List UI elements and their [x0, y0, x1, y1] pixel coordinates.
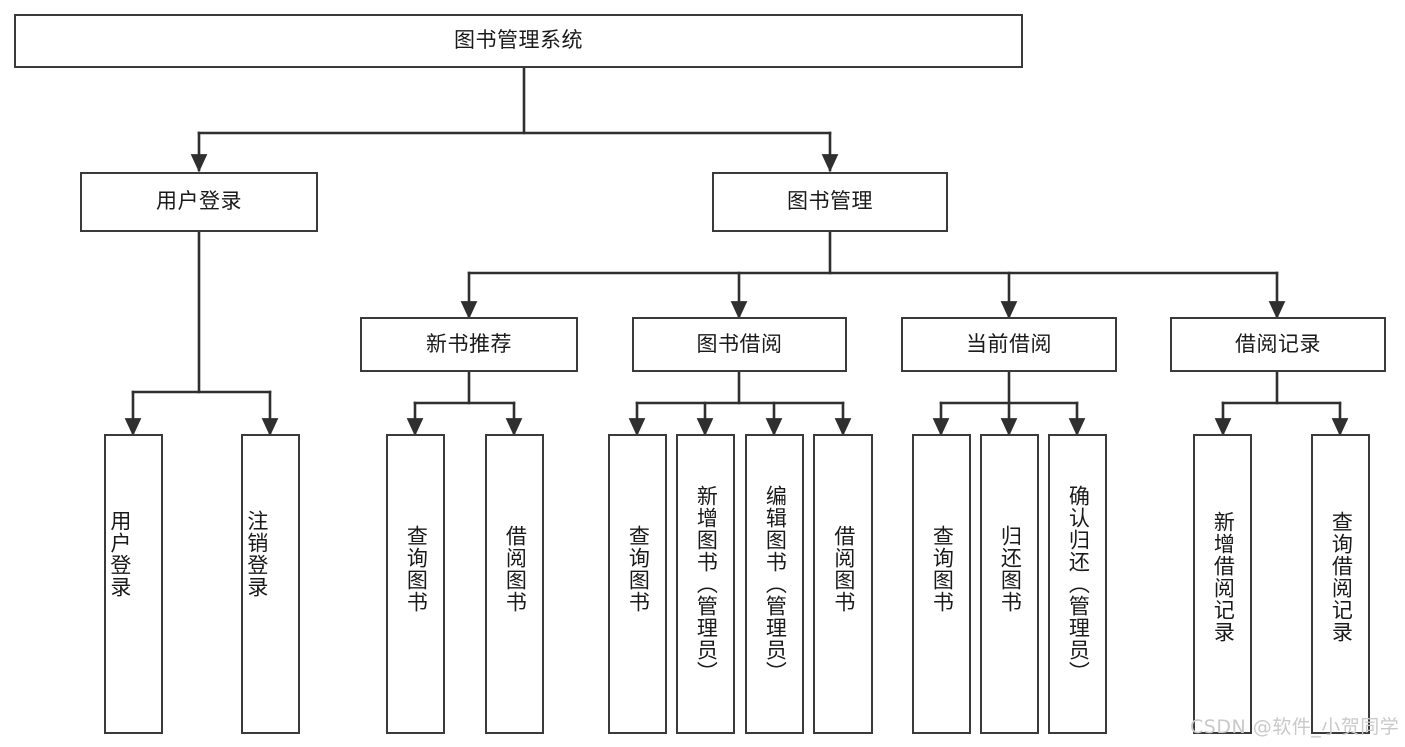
- node-borrow-record-box[interactable]: [1170, 317, 1386, 372]
- node-book-manage-box[interactable]: [712, 172, 948, 232]
- node-user-login-box[interactable]: [80, 172, 318, 232]
- leaf-current-borrow-0-box[interactable]: [912, 434, 971, 734]
- leaf-book-borrow-0-box[interactable]: [608, 434, 667, 734]
- leaf-book-borrow-2-box[interactable]: [745, 434, 804, 734]
- leaf-current-borrow-2-box[interactable]: [1048, 434, 1107, 734]
- leaf-book-borrow-1-box[interactable]: [676, 434, 735, 734]
- node-current-borrow-box[interactable]: [901, 317, 1117, 372]
- leaf-borrow-record-1-box[interactable]: [1311, 434, 1370, 734]
- leaf-user-login-1-box[interactable]: [241, 434, 300, 734]
- leaf-current-borrow-1-box[interactable]: [980, 434, 1039, 734]
- leaf-book-borrow-3-box[interactable]: [813, 434, 873, 734]
- leaf-new-book-1-box[interactable]: [485, 434, 544, 734]
- node-book-borrow-box[interactable]: [632, 317, 847, 372]
- leaf-new-book-0-box[interactable]: [386, 434, 445, 734]
- node-root-box[interactable]: [14, 14, 1023, 68]
- node-new-book-box[interactable]: [360, 317, 578, 372]
- leaf-borrow-record-0-box[interactable]: [1193, 434, 1252, 734]
- leaf-user-login-0-box[interactable]: [104, 434, 163, 734]
